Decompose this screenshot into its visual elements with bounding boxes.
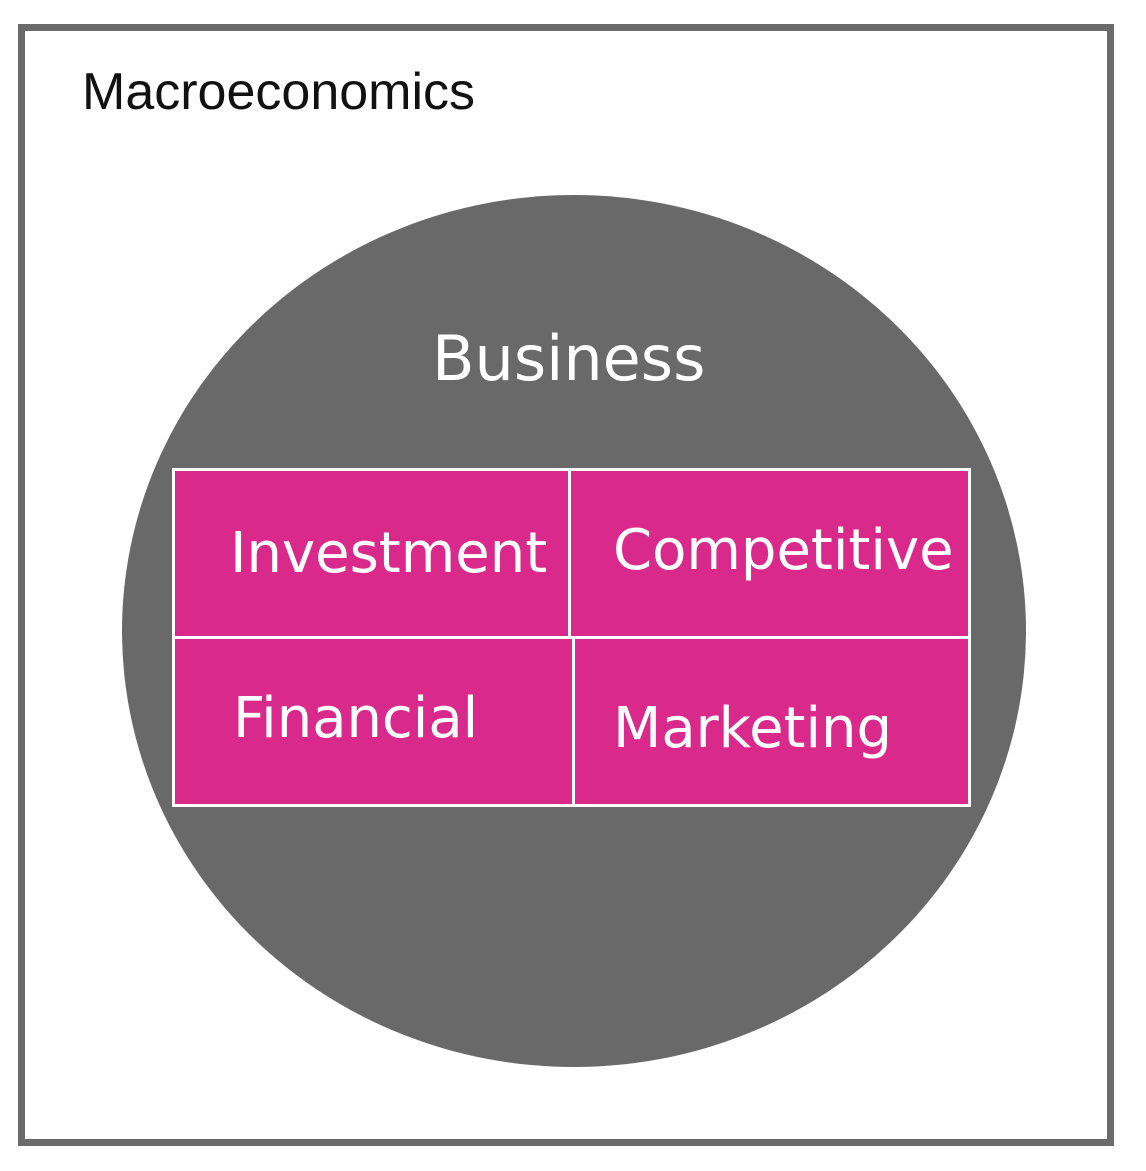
financial-label: Financial [233,686,479,751]
financial-cell: Financial [172,636,576,807]
investment-label: Investment [230,521,548,586]
investment-cell: Investment [172,468,572,639]
marketing-cell: Marketing [572,636,971,807]
business-label: Business [432,322,706,395]
competitive-cell: Competitive [568,468,971,639]
competitive-label: Competitive [613,518,954,583]
macroeconomics-label: Macroeconomics [82,63,476,121]
marketing-label: Marketing [613,696,893,761]
